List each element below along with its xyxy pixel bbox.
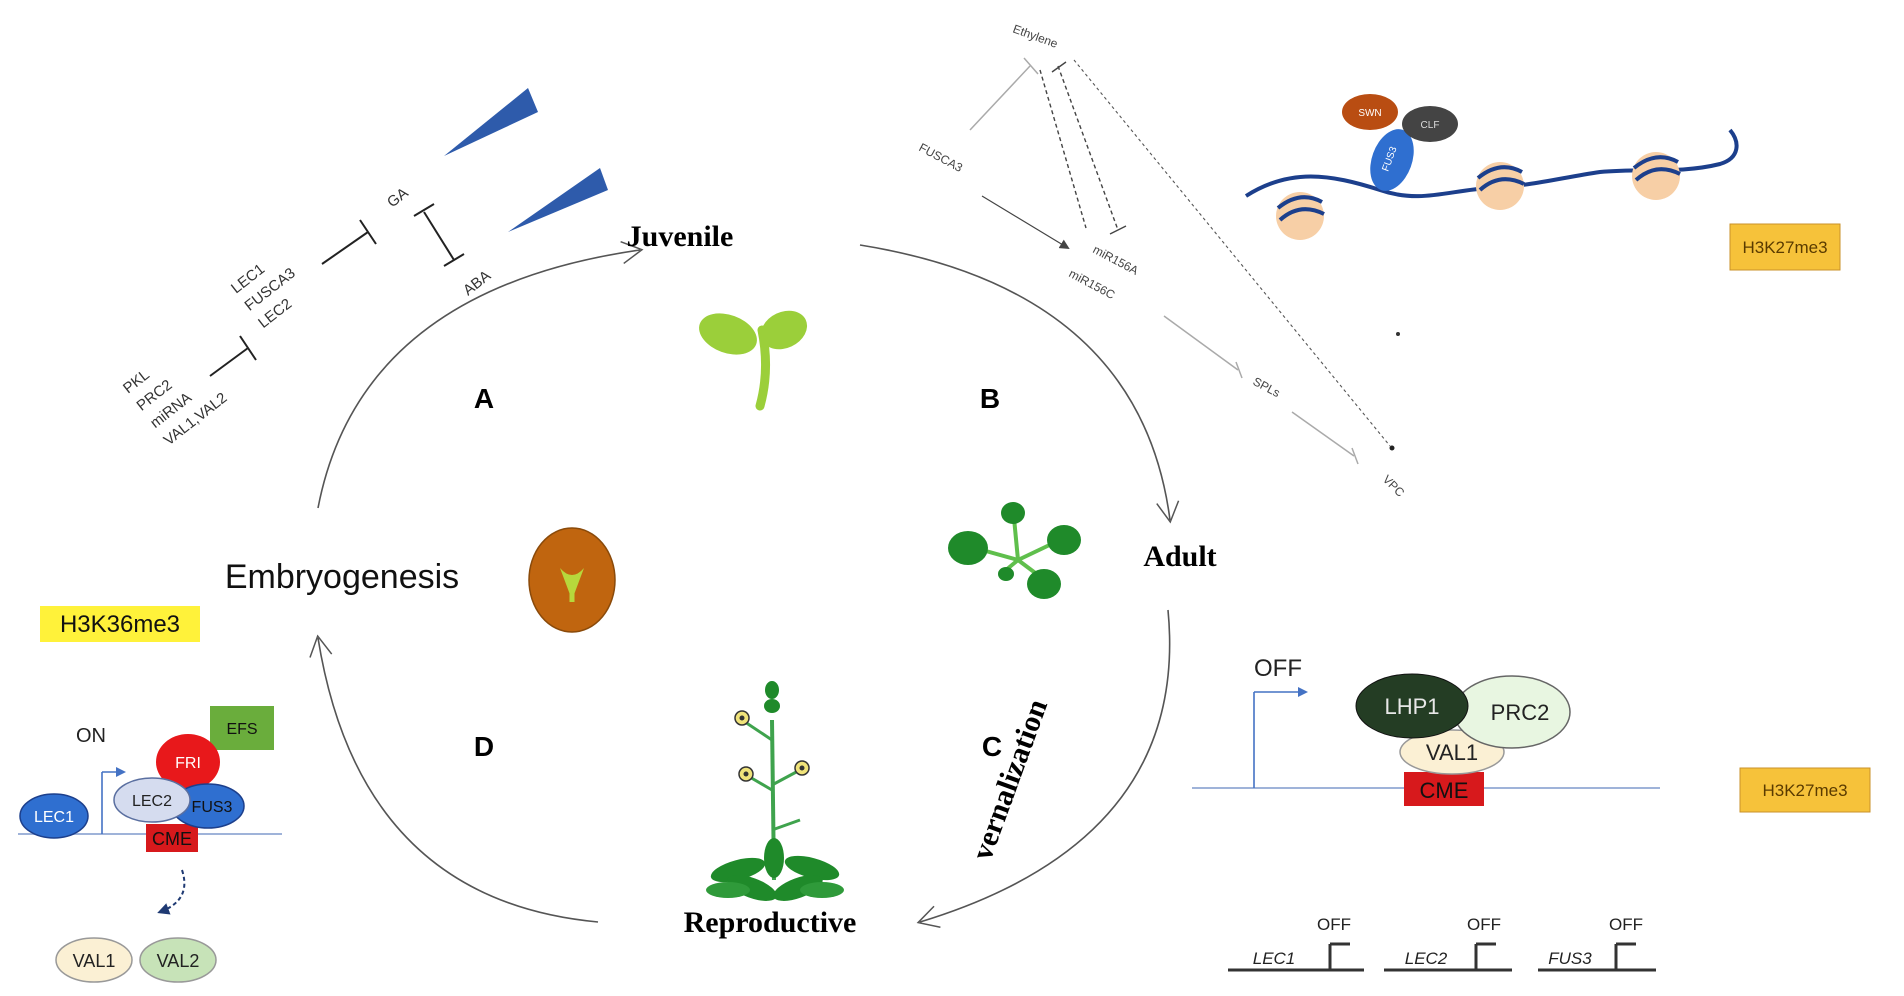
stage-juvenile: Juvenile xyxy=(627,220,734,253)
node-mir156a: miR156A xyxy=(1091,242,1141,278)
cycle-arrows xyxy=(309,240,1180,929)
val1-label-c: VAL1 xyxy=(1426,740,1478,765)
clf-protein xyxy=(1402,106,1458,142)
node-spls: SPLs xyxy=(1251,374,1283,400)
hormone-aba: ABA xyxy=(460,267,494,299)
regulator-list: LEC1 FUSCA3 LEC2 xyxy=(228,261,299,332)
cme-label-c: CME xyxy=(1420,778,1469,803)
lec2-label-d: LEC2 xyxy=(132,793,172,810)
vernalization-label: vernalization xyxy=(966,695,1055,865)
stage-reproductive: Reproductive xyxy=(684,906,857,939)
panel-letter-d: D xyxy=(474,731,494,762)
cme-box-d xyxy=(146,824,198,852)
nucleosome-1 xyxy=(1276,192,1325,240)
panel-d-locus: H3K36me3 ON EFS LEC1 CME FRI FUS3 LEC2 V… xyxy=(18,606,282,983)
h3k36me3-badge xyxy=(40,606,200,642)
node-mir156c: miR156C xyxy=(1067,266,1118,302)
arrow-embryogenesis-to-juvenile xyxy=(317,240,644,509)
ga-level-wedge xyxy=(444,88,538,156)
nucleosome-2 xyxy=(1476,162,1525,210)
stage-adult: Adult xyxy=(1143,540,1216,573)
arrow-juvenile-to-adult xyxy=(859,244,1180,524)
node-vpc: VPC xyxy=(1380,472,1408,500)
swn-label: SWN xyxy=(1358,108,1381,119)
val1-protein-d xyxy=(55,937,133,983)
cme-box-c xyxy=(1404,772,1484,806)
h3k27me3-badge-b xyxy=(1729,223,1841,271)
lhp1-label-c: LHP1 xyxy=(1384,694,1439,719)
gene-lec1-state: OFF xyxy=(1317,915,1351,934)
panel-d-on: ON xyxy=(76,725,106,747)
hormone-ga: GA xyxy=(384,184,412,211)
gene-lec2-state: OFF xyxy=(1467,915,1501,934)
h3k27me3-badge-c xyxy=(1739,767,1871,813)
panel-c-locus: OFF CME VAL1 PRC2 LHP1 H3K27me3 LEC1 OFF… xyxy=(1192,655,1871,972)
panel-b-network: Ethylene FUSCA3 miR156A miR156C SPLs VPC xyxy=(917,22,1841,500)
gene-fus3-off: FUS3 OFF xyxy=(1538,915,1656,972)
dna-strand xyxy=(1244,128,1739,199)
panel-letter-c: C xyxy=(982,731,1002,762)
panel-letter-b: B xyxy=(980,383,1000,414)
lec1-protein-d xyxy=(19,793,89,839)
seed-embryo-icon xyxy=(528,527,616,633)
repressor-list: PKL PRC2 miRNA VAL1,VAL2 xyxy=(120,366,230,449)
fri-protein xyxy=(156,734,220,790)
gene-lec2-name: LEC2 xyxy=(1405,949,1448,968)
aba-level-wedge xyxy=(508,168,608,232)
node-ethylene: Ethylene xyxy=(1011,22,1060,51)
node-fusca3: FUSCA3 xyxy=(917,140,966,175)
lec1-label-d: LEC1 xyxy=(34,809,74,826)
gene-lec2-off: LEC2 OFF xyxy=(1384,915,1512,972)
clf-label: CLF xyxy=(1421,120,1440,131)
h3k27me3-label-b: H3K27me3 xyxy=(1742,238,1827,257)
fus3-protein xyxy=(1370,129,1414,191)
flowering-plant-icon xyxy=(706,681,844,901)
panel-c-off: OFF xyxy=(1254,655,1302,682)
lec2-protein-d xyxy=(113,777,191,823)
cme-label-d: CME xyxy=(152,829,192,849)
val1-label-d: VAL1 xyxy=(73,951,116,971)
gene-fus3-state: OFF xyxy=(1609,915,1643,934)
fus3-label-d: FUS3 xyxy=(192,799,233,816)
arrow-reproductive-to-embryogenesis xyxy=(309,634,599,923)
efs-box xyxy=(210,706,274,750)
gene-fus3-name: FUS3 xyxy=(1548,949,1592,968)
nucleosome-3 xyxy=(1632,152,1681,200)
val2-protein-d xyxy=(139,937,217,983)
induction-arrow xyxy=(157,869,186,915)
lhp1-protein-c xyxy=(1355,673,1469,739)
efs-label: EFS xyxy=(226,721,257,738)
seedling-icon xyxy=(699,310,808,411)
val2-label-d: VAL2 xyxy=(157,951,200,971)
rosette-plant-icon xyxy=(948,502,1081,599)
h3k36me3-label: H3K36me3 xyxy=(60,611,180,638)
panel-letter-a: A xyxy=(474,383,494,414)
stage-embryogenesis: Embryogenesis xyxy=(225,558,459,596)
h3k27me3-label-c: H3K27me3 xyxy=(1762,781,1847,800)
gene-lec1-name: LEC1 xyxy=(1253,949,1296,968)
prc2-label-c: PRC2 xyxy=(1491,700,1550,725)
gene-lec1-off: LEC1 OFF xyxy=(1228,915,1364,972)
fri-label: FRI xyxy=(175,755,201,772)
arrow-adult-to-reproductive xyxy=(916,609,1171,929)
swn-protein xyxy=(1342,94,1398,130)
